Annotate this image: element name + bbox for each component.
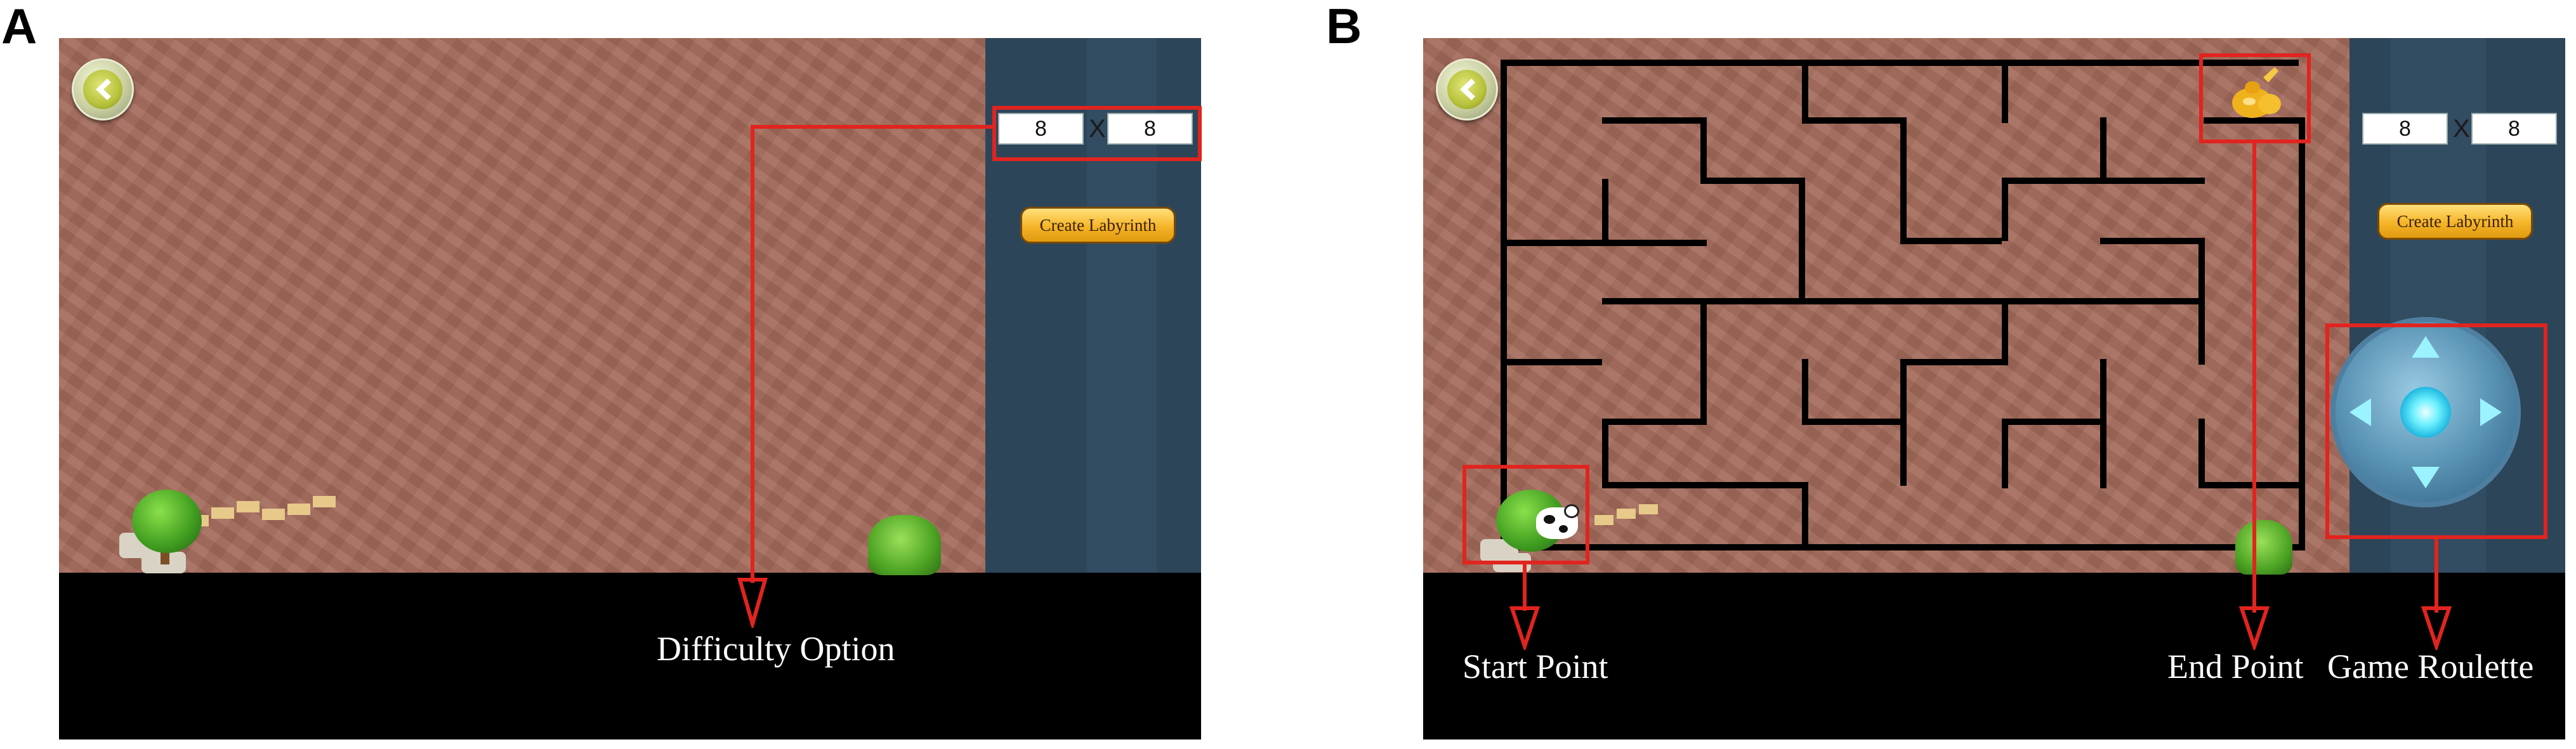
size-separator: X [1089,115,1106,143]
end-point-highlight-box [2199,53,2311,143]
maze-wall [2002,419,2103,425]
maze-wall [1802,419,1903,425]
money-bag-icon [2232,67,2281,118]
maze-wall [1700,298,1707,425]
maze-wall [1900,359,1907,486]
maze-wall [2002,419,2008,488]
maze-wall [1602,419,1704,425]
arrow-down-icon[interactable] [2412,467,2440,488]
back-button[interactable] [1436,58,1498,120]
start-point-arrow-head [1509,606,1540,650]
maze-wall [1802,359,1808,422]
maze-wall [2100,238,2202,244]
maze-wall [1900,359,2008,365]
arrow-left-icon[interactable] [2349,398,2371,426]
panel-a-caption: Difficulty Option [657,630,895,668]
arrow-up-icon[interactable] [2412,336,2440,358]
maze-wall [2002,178,2205,184]
maze-wall [2198,238,2205,365]
back-arrow-icon [96,79,111,100]
game-roulette-caption: Game Roulette [2327,648,2534,686]
end-point-arrow-head [2239,606,2270,650]
game-roulette-arrow-head [2421,606,2452,650]
panel-b-side-panel: 8 X 8 Create Labyrinth [2330,38,2565,573]
maze-wall [1802,60,1808,123]
maze-wall [2100,298,2202,304]
maze-wall [2100,117,2106,181]
maze-wall [2002,178,2008,241]
panel-a-game-area [59,38,992,575]
start-point-leader-line [1523,563,1527,611]
maze-wall [2198,482,2300,488]
cols-input[interactable]: 8 [2471,113,2557,145]
maze-wall [1501,60,1507,561]
maze-wall [1501,359,1602,365]
dpad-center-button[interactable] [2400,387,2451,438]
maze-wall [1501,544,2305,550]
create-labyrinth-button[interactable]: Create Labyrinth [2377,203,2533,240]
maze-wall [1602,419,1608,488]
back-button[interactable] [72,58,134,120]
maze-wall [1700,117,1707,181]
maze-wall [1602,298,2110,304]
back-arrow-icon [1460,79,1475,100]
size-separator: X [2453,115,2470,143]
start-point-highlight-box [1462,465,1589,564]
bush-icon [868,515,941,575]
maze-wall [1700,178,1802,184]
maze-wall [2204,117,2305,124]
panel-a-side-panel: 8 X 8 Create Labyrinth [985,38,1201,573]
start-point-caption: Start Point [1462,648,1608,686]
end-point-leader-line [2252,142,2256,613]
maze-wall [1501,60,2299,66]
panel-b-letter: B [1326,0,1362,54]
maze-wall [1602,482,1808,488]
difficulty-highlight-box [992,106,1202,161]
panel-a-letter: A [1,0,37,54]
maze-wall [2299,117,2305,550]
rows-input[interactable]: 8 [2362,113,2448,145]
create-labyrinth-button[interactable]: Create Labyrinth [1020,207,1176,244]
arrow-right-icon[interactable] [2480,398,2502,426]
maze-wall [1802,482,1808,545]
maze-wall [1602,179,1608,242]
maze-wall [2198,419,2205,488]
maze-wall [1900,238,2002,244]
difficulty-leader-line-v [751,125,754,583]
cols-input[interactable]: 8 [1107,113,1193,145]
maze-wall [2100,419,2106,488]
maze-wall [1900,117,1907,244]
end-point-caption: End Point [2167,648,2304,686]
maze-wall [2002,298,2008,361]
maze-wall [1802,117,1903,124]
game-roulette-dpad[interactable] [2330,317,2521,507]
panel-b-game-area [1423,38,2356,575]
maze-wall [2002,60,2008,123]
maze-wall [2100,359,2106,422]
rows-input[interactable]: 8 [998,113,1084,145]
maze-wall [1799,178,1805,304]
game-roulette-leader-line [2435,538,2438,613]
maze-wall [1501,240,1707,246]
panel-b-screen: 8 X 8 Create Labyrinth Start Point End P… [1423,38,2565,739]
bush-icon [2235,520,2292,575]
game-roulette-highlight-box [2325,323,2547,539]
maze-wall [1602,117,1704,124]
difficulty-leader-line-h [751,125,994,129]
difficulty-arrow-head [737,578,768,628]
